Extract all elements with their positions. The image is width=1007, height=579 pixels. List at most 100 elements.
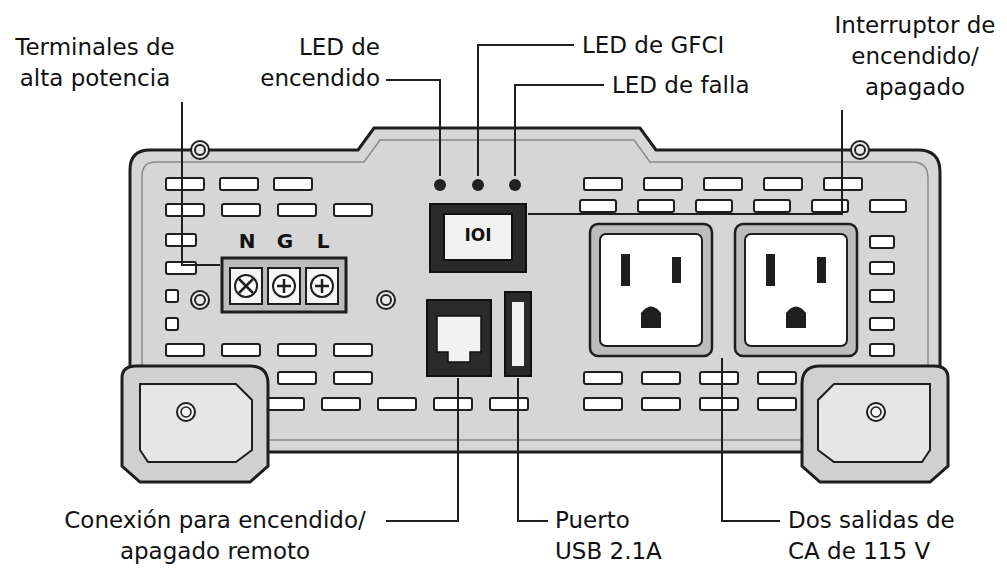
power-switch xyxy=(430,204,526,272)
screw xyxy=(195,295,205,305)
outlet-face xyxy=(745,234,847,346)
screw-slot xyxy=(239,279,329,293)
outlet-slot xyxy=(621,254,630,286)
leader-line xyxy=(515,85,604,176)
callout-label: Dos salidas de CA de 115 V xyxy=(788,505,968,567)
ac-outlet xyxy=(735,224,857,356)
vent-slot xyxy=(642,398,680,410)
terminal-body xyxy=(222,258,346,312)
callout-label: Terminales de alta potencia xyxy=(5,32,185,94)
vent-slot xyxy=(166,178,204,190)
callout-label: LED de falla xyxy=(612,70,782,101)
vent-slot xyxy=(580,200,616,212)
vent-slot xyxy=(166,318,178,330)
screw xyxy=(381,295,391,305)
vent-slot xyxy=(584,398,622,410)
outlet-plate xyxy=(590,224,712,356)
switch-marking: IOI xyxy=(446,222,510,248)
vent-slot xyxy=(220,178,258,190)
leader-line xyxy=(386,80,440,176)
switch-rocker xyxy=(444,214,512,260)
vent-slot xyxy=(334,372,372,384)
vent-slot xyxy=(704,178,742,190)
vent-slot xyxy=(870,236,894,248)
usb-port xyxy=(505,292,531,376)
vent-slot xyxy=(278,372,316,384)
outlet-face xyxy=(600,234,702,346)
vent-slot xyxy=(870,318,894,330)
vent-slot xyxy=(490,398,528,410)
ac-outlet xyxy=(590,224,712,356)
outlet-ground xyxy=(641,307,661,329)
usb-slot xyxy=(512,302,524,366)
outlet-slot xyxy=(766,254,775,286)
vent-slot xyxy=(696,200,732,212)
vent-slot xyxy=(278,344,316,356)
vent-slot xyxy=(870,262,894,274)
terminal-name: N xyxy=(236,228,258,254)
vent-slot xyxy=(764,178,802,190)
terminal-name: L xyxy=(312,228,334,254)
vent-slot xyxy=(334,204,372,216)
vent-slot xyxy=(754,200,790,212)
vent-slot xyxy=(644,178,682,190)
foot-screw xyxy=(871,407,881,417)
screw xyxy=(377,291,395,309)
vent-slot xyxy=(758,372,796,384)
outlet-ground xyxy=(786,307,806,329)
leader-line xyxy=(518,378,548,521)
foot-body xyxy=(802,366,948,482)
screw xyxy=(191,141,209,159)
power-led xyxy=(434,179,446,191)
mounting-foot xyxy=(802,366,948,482)
leader-line xyxy=(182,102,220,265)
vent-slot xyxy=(334,344,372,356)
leader-line xyxy=(528,110,842,214)
screw xyxy=(851,141,869,159)
vent-slot xyxy=(870,344,894,356)
vent-slots xyxy=(166,178,906,410)
vent-slot xyxy=(166,344,204,356)
vent-slot xyxy=(166,204,204,216)
callout-label: Conexión para encendido/ apagado remoto xyxy=(35,505,395,567)
vent-slot xyxy=(266,398,304,410)
vent-slot xyxy=(870,290,894,302)
vent-slot xyxy=(758,398,796,410)
foot-screw xyxy=(181,407,191,417)
callout-label: LED de encendido xyxy=(250,32,380,94)
leader-line xyxy=(478,45,574,176)
leader-line xyxy=(722,358,780,521)
vent-slot xyxy=(222,344,260,356)
foot-screw xyxy=(177,403,195,421)
vent-slot xyxy=(166,290,178,302)
gfci-led xyxy=(472,179,484,191)
remote-jack xyxy=(427,300,491,376)
mounting-foot xyxy=(122,366,268,482)
outlet-slot xyxy=(817,257,826,283)
screw xyxy=(855,145,865,155)
callout-label: Puerto USB 2.1A xyxy=(555,505,673,567)
vent-slot xyxy=(700,398,738,410)
screw xyxy=(191,291,209,309)
vent-slot xyxy=(274,178,312,190)
vent-slot xyxy=(434,398,472,410)
fault-led xyxy=(509,179,521,191)
vent-slot xyxy=(584,178,622,190)
foot-screw xyxy=(867,403,885,421)
vent-slot xyxy=(700,372,738,384)
callout-label: LED de GFCI xyxy=(582,30,742,61)
vent-slot xyxy=(322,398,360,410)
outlet-plate xyxy=(735,224,857,356)
foot-face xyxy=(140,384,252,462)
foot-body xyxy=(122,366,268,482)
vent-slot xyxy=(870,200,906,212)
vent-slot xyxy=(584,372,622,384)
vent-slot xyxy=(378,398,416,410)
screw xyxy=(195,145,205,155)
vent-slot xyxy=(278,204,316,216)
foot-face xyxy=(818,384,930,462)
leader-line xyxy=(386,378,458,521)
terminal-block xyxy=(222,258,346,312)
vent-slot xyxy=(638,200,674,212)
